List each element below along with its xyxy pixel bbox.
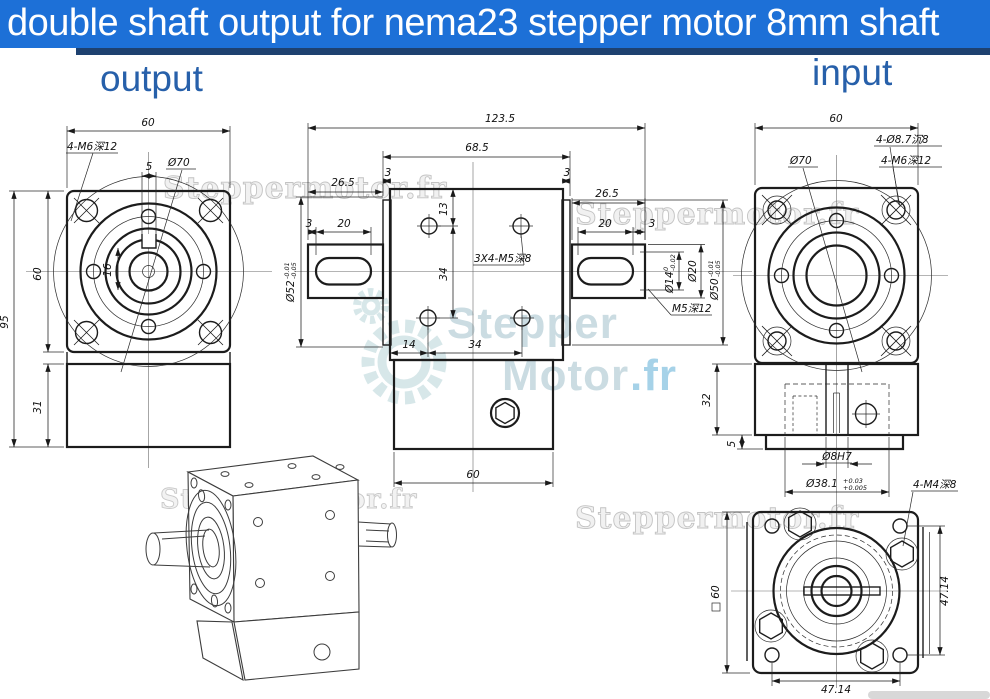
svg-text:Ø52: Ø52 [285,280,297,303]
dim-base: 5 [726,440,738,447]
dim-shaft-dia: Ø14 0 -0.02 [662,254,677,294]
output-dimensions: 60 95 60 31 5 16 4-M6深1 [0,117,231,448]
logo-word-stepper: Stepper [447,299,618,348]
dim-key-offset-right: 3 [649,218,656,230]
bottom-edge-strip [868,691,990,699]
output-view: 60 95 60 31 5 16 4-M6深1 [0,117,272,468]
label-counterbore: 4-Ø8.7沉8 [876,134,929,146]
motor-face-dimensions: 60 47.14 47.14 [710,511,951,696]
svg-text:+0.005: +0.005 [843,484,867,492]
hex-screws [754,507,919,673]
dim-body-length: 68.5 [465,142,489,154]
label-pilot-dia: Ø70 [789,155,812,167]
dim-block-height: 31 [32,400,44,413]
dim-total-length: 123.5 [485,113,515,125]
corner-holes [73,197,224,346]
label-bore: Ø8H7 [821,451,852,463]
label-pilot-dia: Ø70 [167,157,190,169]
dim-key-len-left: 20 [337,218,351,230]
title-bar: double shaft output for nema23 stepper m… [0,0,990,48]
dim-spacing-h: 47.14 [821,684,851,696]
dim-pilot-dia: Ø38.1 +0.03 +0.005 [805,477,867,492]
isometric-view [145,455,397,682]
dim-width: 60 [829,113,843,125]
svg-text:0: 0 [662,267,670,271]
side-view: 123.5 68.5 3 3 26.5 26.5 [283,113,752,492]
label-side-holes: 3X4-M5深8 [474,253,532,265]
side-dimensions: 123.5 68.5 3 3 26.5 26.5 [283,113,728,487]
dim-boss-right: Ø50 -0.01 -0.05 [707,260,722,301]
dim-hole-span-h: 34 [468,339,481,351]
svg-text:Ø38.1: Ø38.1 [805,478,838,490]
dim-plate-left: 3 [385,167,392,179]
dim-key-offset-left: 3 [306,218,313,230]
dim-hole-left: 14 [402,339,415,351]
dim-shaft-left: 26.5 [331,177,355,189]
label-shaft-thread: M5深12 [672,303,712,315]
dim-key-width: 5 [146,161,153,173]
dim-width: 60 [141,117,155,129]
dim-square: 60 [710,585,722,599]
corner-holes [761,194,912,357]
label-screws: 4-M4深8 [913,479,957,491]
dim-total-height: 95 [0,315,11,329]
svg-text:Ø14: Ø14 [664,271,676,294]
flange-bearing [185,489,237,608]
logo-word-motor: Motor [502,351,629,400]
dim-boss-left: Ø52 -0.01 -0.05 [283,262,298,303]
svg-text:-0.05: -0.05 [290,262,298,279]
dim-plate-right: 3 [564,167,571,179]
stepper-motor-logo: Stepper Motor .fr [353,288,677,405]
output-label: output [100,58,203,99]
dim-key-len-right: 20 [598,218,612,230]
label-corner-holes: 4-M6深12 [881,155,931,167]
label-corner-holes: 4-M6深12 [67,141,117,153]
svg-text:-0.02: -0.02 [669,254,677,271]
input-dimensions: 60 4-Ø8.7沉8 4-M6深12 Ø70 32 5 [701,113,958,547]
logo-word-fr: .fr [630,351,677,400]
dim-height: 60 [32,267,44,281]
svg-text:-0.01: -0.01 [707,260,715,277]
motor-face-view: 60 47.14 47.14 [710,507,951,696]
dim-hole-top: 13 [438,202,450,215]
svg-text:+0.03: +0.03 [843,477,863,485]
title-bar-shadow [76,48,990,55]
svg-text:-0.05: -0.05 [714,260,722,277]
svg-text:Ø50: Ø50 [709,278,721,301]
dim-shaft-right: 26.5 [595,188,619,200]
input-label: input [812,52,893,93]
input-view: 60 4-Ø8.7沉8 4-M6深12 Ø70 32 5 [701,113,958,688]
dim-spacing-v: 47.14 [939,576,951,606]
square-symbol [711,602,721,612]
dim-hub-dia: Ø20 [687,260,699,283]
svg-text:-0.01: -0.01 [283,262,291,279]
dim-key-height: 16 [102,263,114,277]
dim-hole-span-v: 34 [438,267,450,280]
dim-block-height: 32 [701,393,713,407]
dim-body-width: 60 [466,469,480,481]
page-title: double shaft output for nema23 stepper m… [7,2,939,44]
